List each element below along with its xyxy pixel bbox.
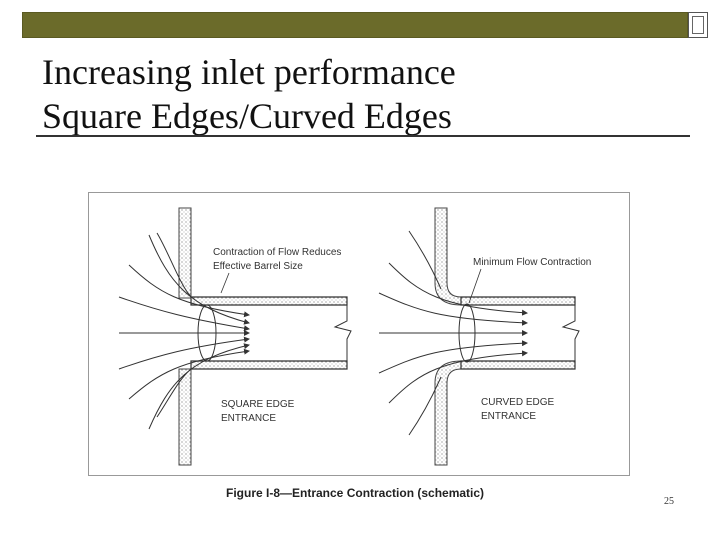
curved-flow-lines [378, 230, 528, 436]
square-label-line-2: Effective Barrel Size [213, 261, 303, 272]
square-edge-diagram: Contraction of Flow Reduces Effective Ba… [118, 207, 352, 466]
title-underline [36, 135, 690, 137]
square-barrel-bottom [190, 360, 348, 370]
slide-title-line-2: Square Edges/Curved Edges [42, 96, 452, 136]
square-entrance-line-1: SQUARE EDGE [221, 399, 295, 410]
curved-break-line [561, 297, 580, 369]
curved-edge-diagram: Minimum Flow Contraction CURVED EDGE ENT… [378, 207, 591, 466]
square-headwall-upper [178, 207, 192, 299]
slide-title-line-1: Increasing inlet performance [42, 52, 456, 92]
square-label-line-1: Contraction of Flow Reduces [213, 247, 341, 258]
square-entrance-line-2: ENTRANCE [221, 413, 276, 424]
top-accent-box-inner [692, 16, 704, 34]
top-accent-bar [22, 12, 688, 38]
curved-barrel-bottom [460, 360, 576, 370]
square-barrel-top [190, 296, 348, 306]
entrance-diagram: Contraction of Flow Reduces Effective Ba… [118, 207, 591, 466]
square-label-leader [220, 272, 230, 294]
curved-entrance-line-1: CURVED EDGE [481, 397, 554, 408]
slide-title: Increasing inlet performance Square Edge… [42, 50, 456, 138]
curved-barrel-top [460, 296, 576, 306]
curved-label-leader [468, 268, 482, 304]
curved-headwall-upper [434, 207, 462, 306]
page-number: 25 [664, 496, 674, 507]
square-headwall-lower [178, 368, 192, 466]
square-flow-lines [118, 232, 250, 430]
top-accent-box [688, 12, 708, 38]
curved-headwall-lower [434, 360, 462, 466]
square-break-line [333, 297, 352, 369]
curved-entrance-line-2: ENTRANCE [481, 411, 536, 422]
figure-caption: Figure I-8—Entrance Contraction (schemat… [226, 486, 485, 500]
curved-label: Minimum Flow Contraction [473, 257, 591, 268]
entrance-contraction-figure: Contraction of Flow Reduces Effective Ba… [88, 192, 630, 476]
